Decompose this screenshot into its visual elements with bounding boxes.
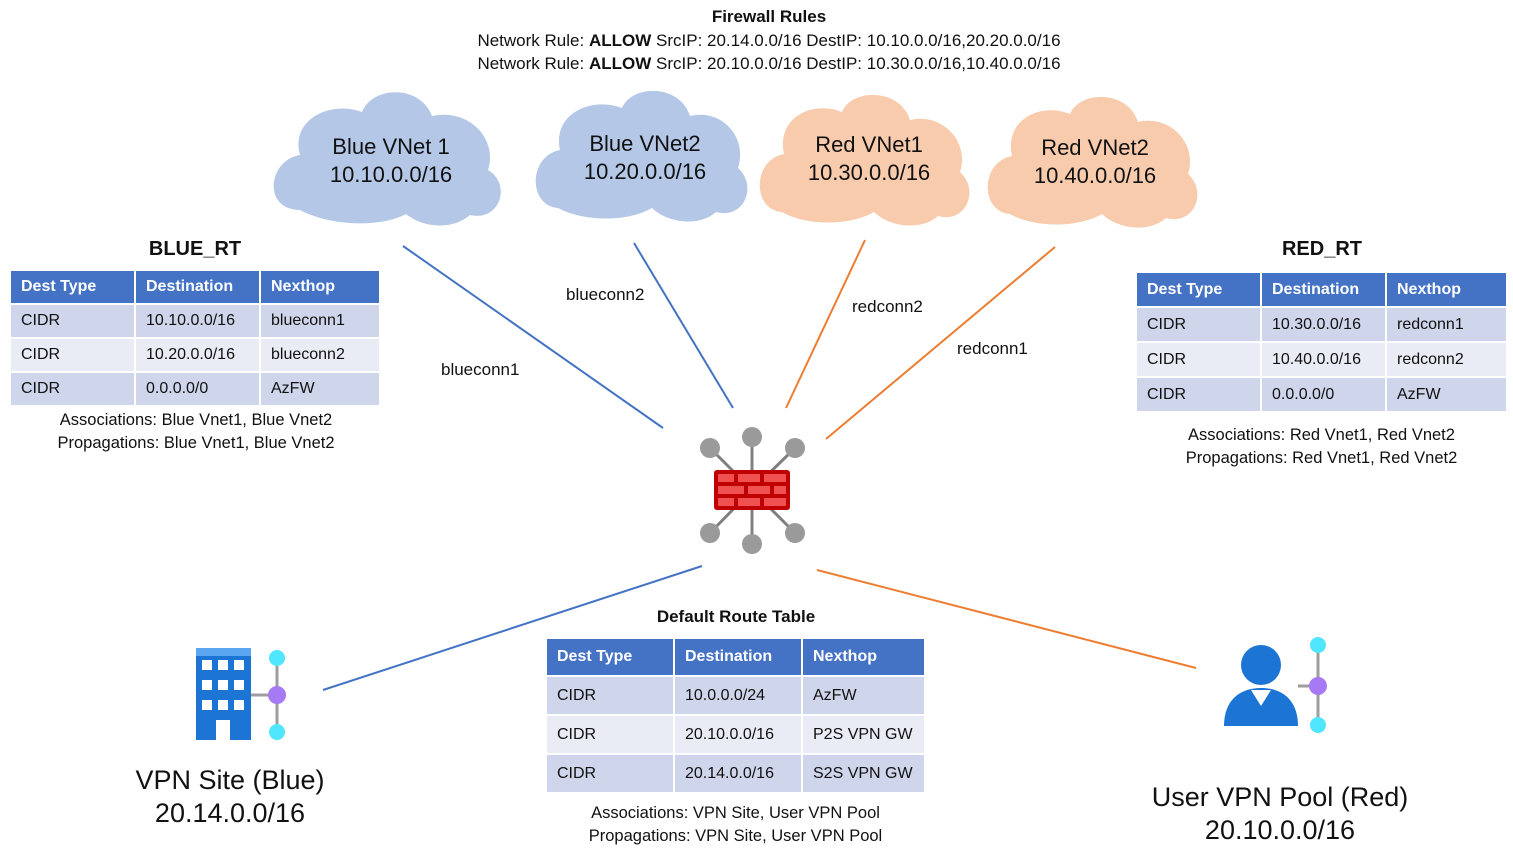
table-cell: CIDR bbox=[9, 337, 136, 373]
user-vpn-line bbox=[816, 569, 1197, 669]
column-header: Dest Type bbox=[545, 637, 675, 677]
blueconn1-line bbox=[402, 245, 664, 429]
vpn-site-line bbox=[322, 565, 703, 691]
column-header: Nexthop bbox=[259, 269, 381, 305]
connection-label-blueconn2: blueconn2 bbox=[566, 285, 645, 304]
firewall-rules-title: Firewall Rules bbox=[711, 7, 827, 26]
table-cell: 20.14.0.0/16 bbox=[673, 753, 803, 794]
user-vpn-label: User VPN Pool (Red)20.10.0.0/16 bbox=[1151, 782, 1409, 845]
table-cell: 10.0.0.0/24 bbox=[673, 675, 803, 716]
table-cell: P2S VPN GW bbox=[801, 714, 926, 755]
table-cell: AzFW bbox=[1385, 376, 1508, 413]
table-cell: 10.40.0.0/16 bbox=[1260, 341, 1387, 378]
column-header: Destination bbox=[673, 637, 803, 677]
table-cell: S2S VPN GW bbox=[801, 753, 926, 794]
table-cell: CIDR bbox=[545, 714, 675, 755]
table-cell: redconn1 bbox=[1385, 306, 1508, 343]
vpn-site-label: VPN Site (Blue)20.14.0.0/16 bbox=[135, 765, 325, 828]
redconn2-line bbox=[785, 239, 866, 409]
column-header: Nexthop bbox=[1385, 271, 1508, 308]
connection-label-redconn2: redconn2 bbox=[852, 297, 923, 316]
cloud-icon bbox=[535, 90, 748, 222]
table-cell: 20.10.0.0/16 bbox=[673, 714, 803, 755]
table-cell: CIDR bbox=[545, 753, 675, 794]
table-cell: CIDR bbox=[1135, 376, 1262, 413]
cloud-icon bbox=[273, 92, 501, 226]
table-cell: CIDR bbox=[1135, 341, 1262, 378]
redconn1-line bbox=[825, 246, 1056, 440]
table-cell: 0.0.0.0/0 bbox=[134, 371, 261, 407]
user-vpn-icon bbox=[1224, 637, 1327, 733]
cloud-icon bbox=[759, 94, 970, 226]
table-cell: CIDR bbox=[9, 371, 136, 407]
table-cell: CIDR bbox=[545, 675, 675, 716]
column-header: Destination bbox=[134, 269, 261, 305]
default-rt-title: Default Route Table bbox=[656, 607, 816, 626]
table-cell: redconn2 bbox=[1385, 341, 1508, 378]
connection-label-blueconn1: blueconn1 bbox=[441, 360, 520, 379]
table-cell: 10.30.0.0/16 bbox=[1260, 306, 1387, 343]
red-rt-title: RED_RT bbox=[1281, 238, 1362, 260]
firewall-rule: Network Rule: ALLOW SrcIP: 20.10.0.0/16 … bbox=[477, 54, 1061, 73]
column-header: Destination bbox=[1260, 271, 1387, 308]
blue-rt-title: BLUE_RT bbox=[148, 238, 242, 260]
column-header: Dest Type bbox=[9, 269, 136, 305]
blueconn2-line bbox=[633, 242, 734, 409]
table-cell: AzFW bbox=[259, 371, 381, 407]
table-cell: 10.10.0.0/16 bbox=[134, 303, 261, 339]
building-vpn-icon bbox=[196, 648, 286, 740]
table-cell: AzFW bbox=[801, 675, 926, 716]
table-cell: blueconn2 bbox=[259, 337, 381, 373]
table-cell: CIDR bbox=[9, 303, 136, 339]
column-header: Nexthop bbox=[801, 637, 926, 677]
table-cell: CIDR bbox=[1135, 306, 1262, 343]
column-header: Dest Type bbox=[1135, 271, 1262, 308]
firewall-hub-icon bbox=[700, 427, 805, 554]
cloud-icon bbox=[987, 96, 1198, 228]
firewall-rule: Network Rule: ALLOW SrcIP: 20.14.0.0/16 … bbox=[477, 31, 1061, 50]
connection-label-redconn1: redconn1 bbox=[957, 339, 1028, 358]
table-cell: blueconn1 bbox=[259, 303, 381, 339]
table-cell: 10.20.0.0/16 bbox=[134, 337, 261, 373]
table-cell: 0.0.0.0/0 bbox=[1260, 376, 1387, 413]
